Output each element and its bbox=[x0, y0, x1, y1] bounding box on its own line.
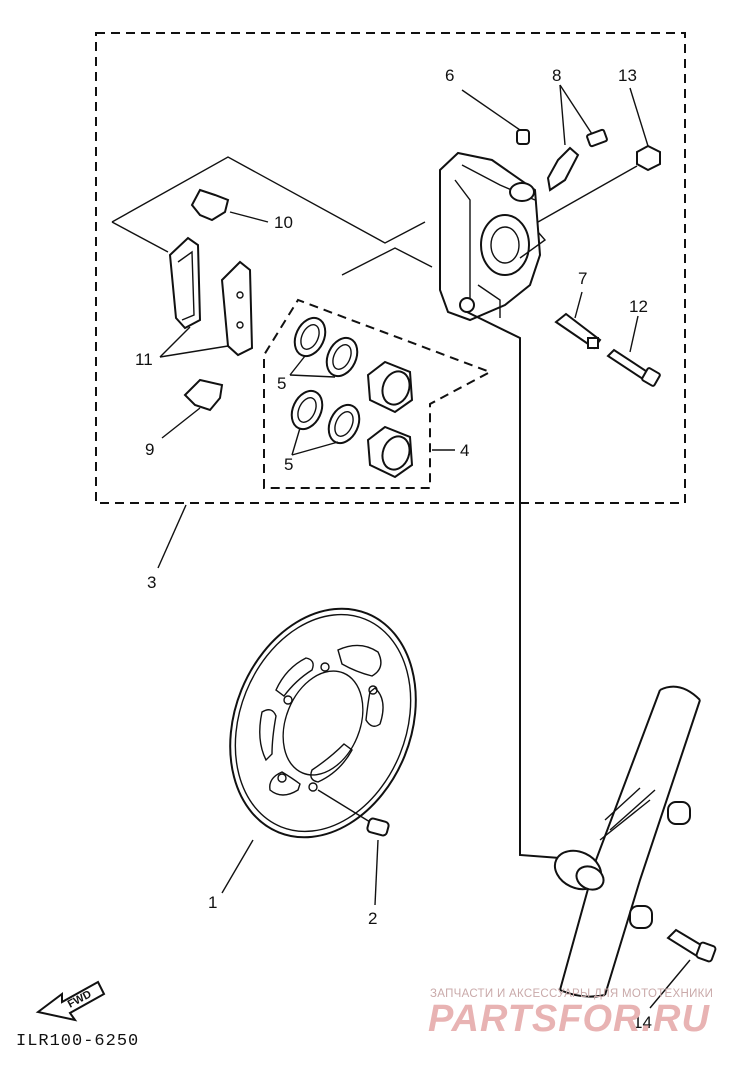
callout-10: 10 bbox=[274, 213, 293, 232]
caliper-to-fork-line bbox=[466, 311, 561, 859]
pad-guide-line-2 bbox=[111, 221, 169, 253]
drawing-code: ILR100-6250 bbox=[16, 1032, 140, 1051]
brake-disc bbox=[221, 607, 417, 894]
brake-pads bbox=[159, 236, 254, 358]
callout-9: 9 bbox=[145, 440, 154, 459]
caliper-body bbox=[439, 151, 547, 322]
callout-2: 2 bbox=[368, 909, 377, 928]
callout-14: 14 bbox=[633, 1013, 652, 1032]
callout-13: 13 bbox=[618, 66, 637, 85]
callout-11: 11 bbox=[135, 350, 153, 369]
callout-12: 12 bbox=[629, 297, 648, 316]
callout-1: 1 bbox=[208, 893, 217, 912]
plug-part bbox=[537, 87, 661, 223]
pad-clip-bottom bbox=[161, 378, 224, 439]
bleed-cap-part bbox=[461, 89, 530, 145]
caliper-assembly-leader bbox=[157, 504, 187, 569]
front-fork bbox=[553, 685, 701, 998]
callout-4: 4 bbox=[460, 441, 469, 460]
pistons bbox=[366, 360, 414, 479]
watermark-tagline: ЗАПЧАСТИ И АКСЕССУАРЫ ДЛЯ МОТОТЕХНИКИ bbox=[430, 988, 714, 1000]
callout-5a: 5 bbox=[277, 374, 286, 393]
callout-7: 7 bbox=[578, 269, 587, 288]
caliper-bolt bbox=[606, 315, 661, 387]
fwd-arrow-icon: FWD bbox=[35, 980, 106, 1022]
caliper-assembly-box bbox=[95, 32, 686, 504]
piston-seals bbox=[289, 316, 361, 456]
callout-6: 6 bbox=[445, 66, 454, 85]
fork-bolt bbox=[649, 928, 717, 1009]
pad-guide-line-3 bbox=[341, 247, 433, 276]
callout-3: 3 bbox=[147, 573, 156, 592]
pad-clip-top bbox=[190, 188, 269, 223]
watermark-brand: PARTSFOR.RU bbox=[428, 998, 710, 1040]
callout-8: 8 bbox=[552, 66, 561, 85]
slide-pin bbox=[554, 291, 602, 350]
bleed-screw-part bbox=[546, 84, 608, 192]
disc-screw bbox=[366, 817, 390, 906]
callout-5b: 5 bbox=[284, 455, 293, 474]
pad-guide-line bbox=[111, 156, 426, 244]
